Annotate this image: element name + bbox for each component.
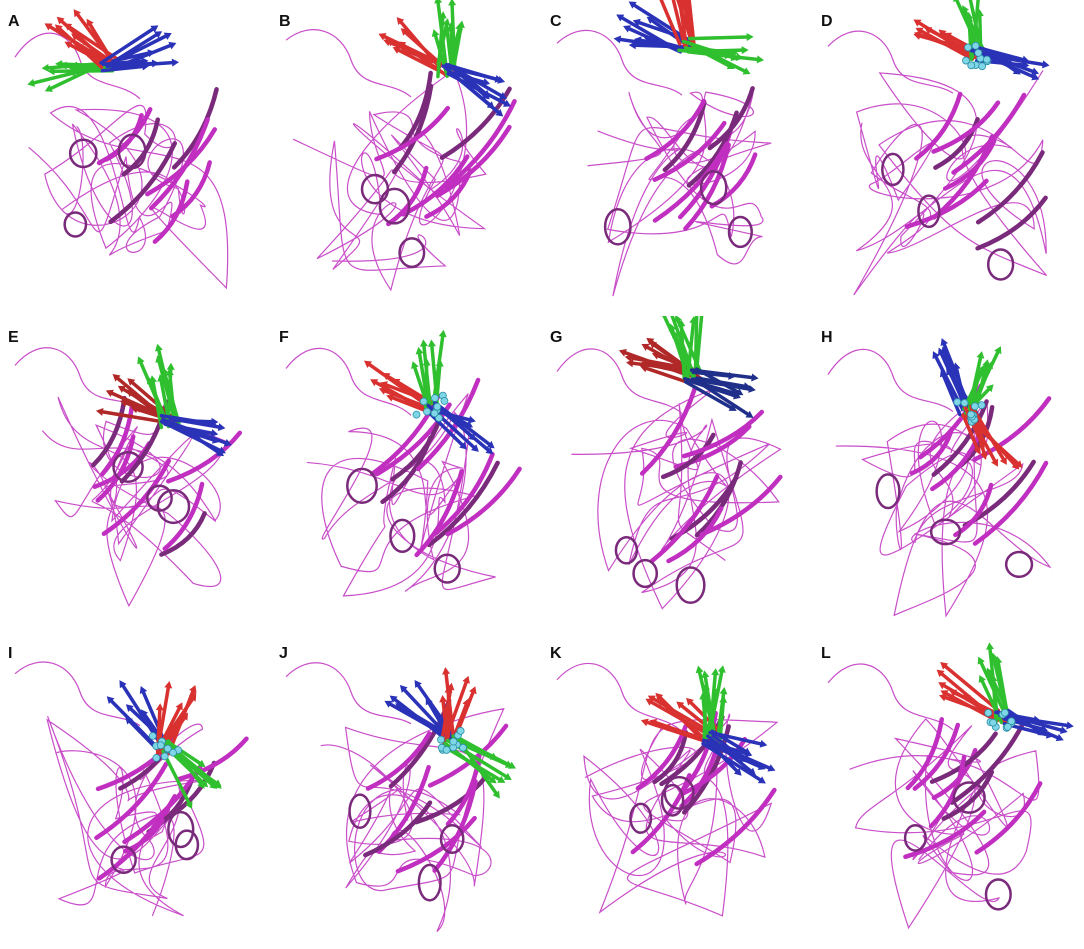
atom-markers xyxy=(437,727,467,754)
protein-coil xyxy=(14,661,206,917)
panel-b: B xyxy=(271,0,542,316)
protein-coil xyxy=(556,29,772,297)
panel-l: L xyxy=(813,632,1084,948)
beta-sheet xyxy=(63,87,219,244)
beta-sheet xyxy=(348,698,509,902)
protein-structure-render xyxy=(556,0,772,297)
protein-structure-render xyxy=(285,329,522,597)
panel-j: J xyxy=(271,632,542,948)
protein-structure-render xyxy=(14,343,243,608)
protein-structure-render xyxy=(14,9,229,290)
panel-a: A xyxy=(0,0,271,316)
beta-sheet xyxy=(881,91,1048,281)
panel-h: H xyxy=(813,316,1084,632)
beta-sheet xyxy=(903,717,1043,911)
mode-vector-arrows xyxy=(936,642,1074,742)
panel-label: J xyxy=(279,645,288,662)
mode-vector-arrows xyxy=(378,0,512,117)
panel-label: G xyxy=(550,329,563,346)
panel-label: I xyxy=(8,645,13,662)
panel-c: C xyxy=(542,0,813,316)
panel-f: F xyxy=(271,316,542,632)
atom-markers xyxy=(953,398,986,426)
beta-sheet xyxy=(91,395,243,557)
beta-sheet xyxy=(360,70,517,269)
protein-coil xyxy=(285,347,496,597)
mode-vector-arrows xyxy=(95,343,232,457)
protein-coil xyxy=(556,663,779,917)
protein-coil xyxy=(285,662,505,932)
panel-label: F xyxy=(279,329,289,346)
panel-e: E xyxy=(0,316,271,632)
protein-structure-render xyxy=(285,662,517,932)
panel-label: D xyxy=(821,13,833,30)
panel-i: I xyxy=(0,632,271,948)
mode-vector-arrows xyxy=(613,0,765,75)
panel-label: B xyxy=(279,13,291,30)
panel-label: A xyxy=(8,13,20,30)
mode-vector-arrows xyxy=(618,316,759,418)
beta-sheet xyxy=(614,386,783,605)
panel-label: C xyxy=(550,13,562,30)
panel-label: E xyxy=(8,329,19,346)
panel-k: K xyxy=(542,632,813,948)
mode-vector-arrows xyxy=(27,9,180,92)
protein-coil xyxy=(285,29,487,292)
atom-markers xyxy=(984,708,1016,732)
protein-coil xyxy=(827,663,1040,930)
mode-vector-arrows xyxy=(384,667,517,799)
protein-structure-render xyxy=(827,642,1074,930)
mode-vector-arrows xyxy=(640,665,776,784)
beta-sheet xyxy=(94,731,249,881)
panel-d: D xyxy=(813,0,1084,316)
atom-markers xyxy=(148,732,183,762)
protein-structure-render xyxy=(556,316,783,610)
protein-structure-render xyxy=(827,338,1052,618)
panel-g: G xyxy=(542,316,813,632)
protein-structure-render xyxy=(285,0,517,292)
atom-markers xyxy=(962,41,991,71)
protein-structure-render xyxy=(827,0,1050,296)
panel-label: L xyxy=(821,645,831,662)
protein-structure-render xyxy=(14,661,249,917)
atom-markers xyxy=(412,391,449,422)
beta-sheet xyxy=(603,86,758,249)
protein-structure-render xyxy=(556,663,779,917)
panel-label: K xyxy=(550,645,562,662)
panel-label: H xyxy=(821,329,833,346)
